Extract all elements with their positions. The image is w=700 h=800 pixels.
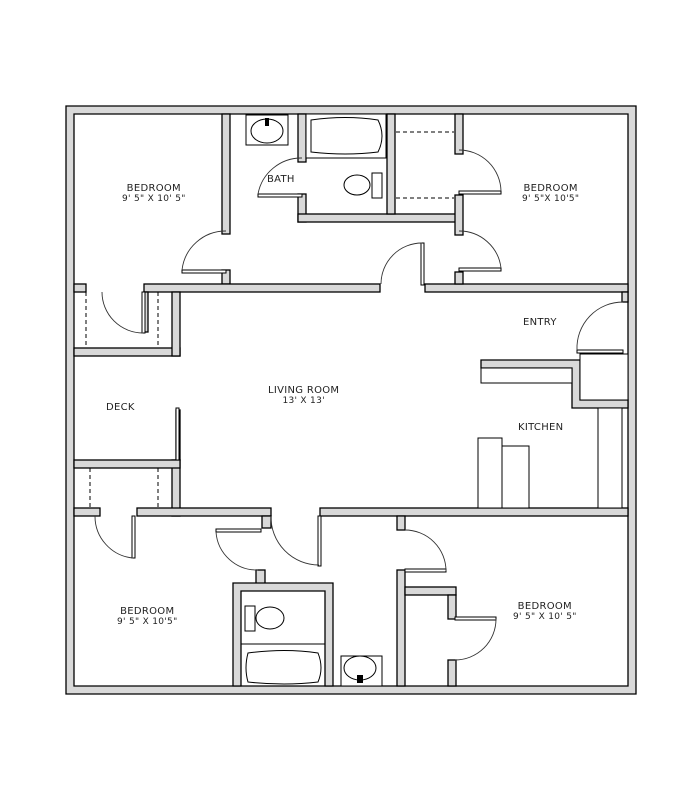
sink-icon bbox=[340, 655, 383, 687]
room-label-bedroom-nw: BEDROOM 9' 5" X 10' 5" bbox=[122, 183, 186, 205]
room-label-living-room: LIVING ROOM 13' X 13' bbox=[268, 385, 339, 407]
sink-icon bbox=[245, 114, 289, 146]
room-dimensions: 9' 5" X 10'5" bbox=[117, 617, 178, 627]
room-label-bedroom-sw: BEDROOM 9' 5" X 10'5" bbox=[117, 606, 178, 628]
toilet-icon bbox=[244, 605, 285, 632]
room-name: ENTRY bbox=[523, 317, 557, 328]
bathtub-icon bbox=[305, 113, 387, 159]
room-name: LIVING ROOM bbox=[268, 385, 340, 396]
room-dimensions: 9' 5" X 10' 5" bbox=[513, 612, 577, 622]
room-dimensions: 13' X 13' bbox=[282, 396, 325, 406]
room-name: BEDROOM bbox=[517, 601, 572, 612]
room-name: BEDROOM bbox=[126, 183, 181, 194]
room-name: BEDROOM bbox=[120, 606, 175, 617]
room-label-bedroom-ne: BEDROOM 9' 5"X 10'5" bbox=[522, 183, 579, 205]
room-label-bath: BATH bbox=[267, 174, 295, 185]
room-name: DECK bbox=[106, 402, 135, 413]
room-label-bedroom-se: BEDROOM 9' 5" X 10' 5" bbox=[513, 601, 577, 623]
interior-walls bbox=[73, 113, 629, 687]
room-name: BEDROOM bbox=[523, 183, 578, 194]
room-name: BATH bbox=[267, 174, 295, 185]
room-dimensions: 9' 5"X 10'5" bbox=[522, 194, 580, 204]
room-name: KITCHEN bbox=[518, 422, 564, 433]
room-label-entry: ENTRY bbox=[523, 317, 557, 328]
room-label-kitchen: KITCHEN bbox=[518, 422, 563, 433]
plumbing-fixtures bbox=[244, 113, 387, 687]
doors bbox=[94, 149, 624, 661]
bathtub-icon bbox=[245, 650, 322, 685]
toilet-icon bbox=[343, 172, 383, 199]
closet-lines bbox=[85, 131, 454, 508]
room-label-deck: DECK bbox=[106, 402, 135, 413]
room-dimensions: 9' 5" X 10' 5" bbox=[122, 194, 186, 204]
exterior-walls bbox=[65, 105, 637, 695]
